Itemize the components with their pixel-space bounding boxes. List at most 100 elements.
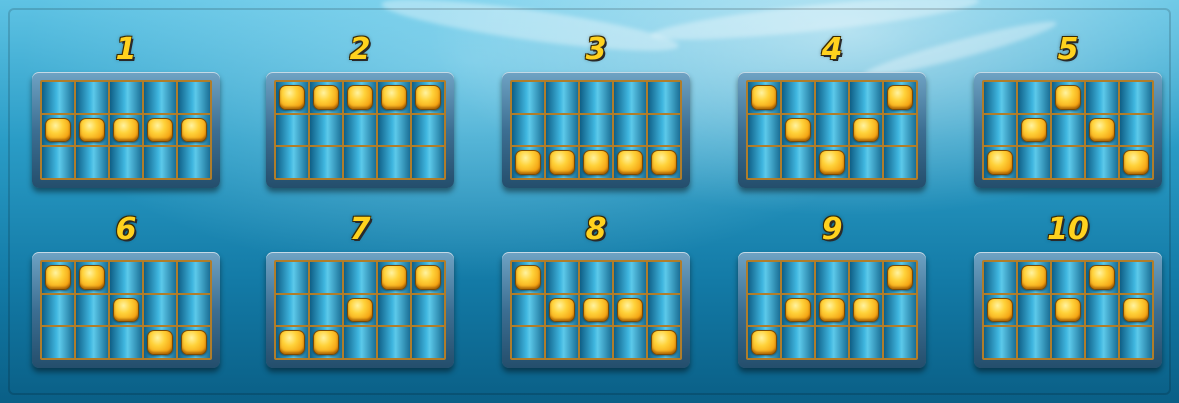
payline-grid: [510, 80, 682, 180]
symbol-cell: [42, 147, 74, 178]
payline-number: 5: [972, 32, 1164, 68]
symbol-cell: [648, 82, 680, 113]
payline-board: [974, 252, 1162, 368]
symbol-cell: [76, 82, 108, 113]
symbol-cell-active: [178, 115, 210, 146]
symbol-cell-active: [1086, 262, 1118, 293]
payline-number: 8: [500, 212, 692, 248]
symbol-cell: [42, 82, 74, 113]
symbol-cell: [1018, 327, 1050, 358]
symbol-cell: [178, 262, 210, 293]
symbol-cell: [76, 327, 108, 358]
symbol-cell: [144, 147, 176, 178]
symbol-cell: [178, 295, 210, 326]
symbol-cell-active: [110, 115, 142, 146]
symbol-cell: [984, 115, 1016, 146]
symbol-cell: [310, 147, 342, 178]
symbol-cell-active: [276, 327, 308, 358]
payline-number: 10: [972, 212, 1164, 248]
symbol-cell-active: [648, 147, 680, 178]
symbol-cell: [1018, 147, 1050, 178]
payline-board: [266, 252, 454, 368]
payline-number: 7: [264, 212, 456, 248]
symbol-cell: [344, 115, 376, 146]
symbol-cell-active: [42, 262, 74, 293]
payline-4: 4: [736, 32, 928, 188]
symbol-cell-active: [816, 295, 848, 326]
symbol-cell: [782, 82, 814, 113]
symbol-cell: [782, 147, 814, 178]
symbol-cell: [110, 262, 142, 293]
symbol-cell: [648, 115, 680, 146]
symbol-cell: [614, 262, 646, 293]
symbol-cell-active: [144, 115, 176, 146]
payline-grid: [746, 260, 918, 360]
symbol-cell: [1120, 115, 1152, 146]
symbol-cell-active: [276, 82, 308, 113]
symbol-cell-active: [614, 295, 646, 326]
symbol-cell: [1120, 82, 1152, 113]
symbol-cell: [748, 295, 780, 326]
symbol-cell: [144, 82, 176, 113]
payline-board: [974, 72, 1162, 188]
payline-number: 4: [736, 32, 928, 68]
payline-board: [32, 72, 220, 188]
payline-2: 2: [264, 32, 456, 188]
symbol-cell-active: [1052, 82, 1084, 113]
symbol-cell-active: [1018, 115, 1050, 146]
symbol-cell-active: [76, 115, 108, 146]
symbol-cell: [546, 115, 578, 146]
symbol-cell-active: [850, 115, 882, 146]
symbol-cell-active: [310, 82, 342, 113]
symbol-cell: [1018, 82, 1050, 113]
symbol-cell: [884, 327, 916, 358]
payline-board: [738, 72, 926, 188]
symbol-cell-active: [378, 82, 410, 113]
payline-number: 2: [264, 32, 456, 68]
symbol-cell: [1086, 295, 1118, 326]
symbol-cell-active: [42, 115, 74, 146]
symbol-cell: [648, 262, 680, 293]
symbol-cell: [412, 327, 444, 358]
symbol-cell: [984, 327, 1016, 358]
symbol-cell-active: [1120, 295, 1152, 326]
payline-grid: [274, 80, 446, 180]
payline-8: 8: [500, 212, 692, 368]
symbol-cell: [1086, 147, 1118, 178]
symbol-cell: [1018, 295, 1050, 326]
symbol-cell-active: [546, 147, 578, 178]
symbol-cell: [512, 295, 544, 326]
symbol-cell-active: [580, 147, 612, 178]
symbol-cell: [984, 82, 1016, 113]
symbol-cell: [378, 147, 410, 178]
symbol-cell: [884, 115, 916, 146]
symbol-cell: [850, 82, 882, 113]
payline-board: [266, 72, 454, 188]
symbol-cell: [412, 295, 444, 326]
symbol-cell: [1120, 262, 1152, 293]
symbol-cell: [782, 262, 814, 293]
symbol-cell: [76, 295, 108, 326]
symbol-cell: [412, 147, 444, 178]
payline-grid: [510, 260, 682, 360]
symbol-cell-active: [378, 262, 410, 293]
symbol-cell: [310, 262, 342, 293]
symbol-cell: [412, 115, 444, 146]
symbol-cell-active: [884, 82, 916, 113]
symbol-cell-active: [614, 147, 646, 178]
symbol-cell: [1052, 327, 1084, 358]
symbol-cell: [546, 82, 578, 113]
payline-grid: [746, 80, 918, 180]
symbol-cell: [42, 327, 74, 358]
payline-grid: [982, 80, 1154, 180]
symbol-cell-active: [580, 295, 612, 326]
payline-number: 9: [736, 212, 928, 248]
symbol-cell: [1086, 82, 1118, 113]
payline-grid: [274, 260, 446, 360]
symbol-cell-active: [648, 327, 680, 358]
payline-number: 1: [30, 32, 222, 68]
symbol-cell: [378, 295, 410, 326]
payline-9: 9: [736, 212, 928, 368]
symbol-cell: [110, 82, 142, 113]
symbol-cell-active: [344, 295, 376, 326]
